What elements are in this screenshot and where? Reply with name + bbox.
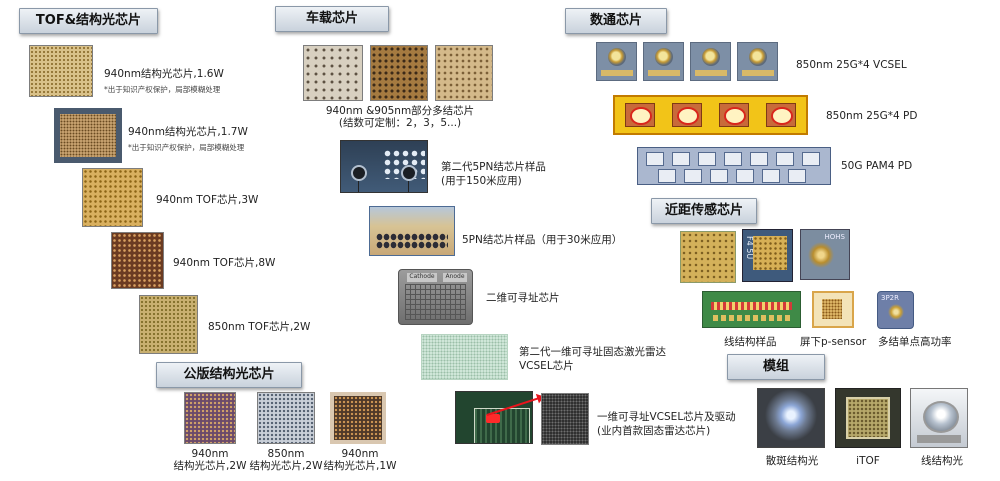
itof-module-image (835, 388, 901, 448)
multi-junction-label: 940nm &905nm部分多结芯片 (结数可定制：2，3，5...) (325, 105, 475, 129)
line-structure-chip-image (702, 291, 801, 328)
tof-chip-4-image (111, 232, 164, 289)
multi-junction-single-chip-image: 3P2R (877, 291, 914, 329)
tof-chip-2-note: *出于知识产权保护，局部模糊处理 (128, 143, 245, 152)
section-header-automotive: 车载芯片 (275, 6, 389, 32)
pam4-pd-label: 50G PAM4 PD (841, 160, 913, 172)
addressable-2d-chip-image: Cathode Anode (398, 269, 473, 325)
tof-chip-1-label: 940nm结构光芯片,1.6W (104, 68, 224, 80)
section-header-tof: TOF&结构光芯片 (19, 8, 158, 34)
vcsel-25g-chip-1-image (596, 42, 637, 81)
public-chip-3-label: 940nm 结构光芯片,1W (323, 448, 397, 472)
tof-chip-3-label: 940nm TOF芯片,3W (156, 194, 259, 206)
tof-chip-2-label: 940nm结构光芯片,1.7W (128, 126, 248, 138)
itof-module-label: iTOF (856, 455, 880, 467)
speckle-module-image (757, 388, 825, 448)
multi-junction-single-label: 多结单点高功率 (878, 336, 952, 348)
tof-chip-5-image (139, 295, 198, 354)
tof-chip-4-label: 940nm TOF芯片,8W (173, 257, 276, 269)
public-chip-3-image (330, 392, 386, 444)
vcsel-driver-board-image (455, 391, 533, 444)
section-header-proximity: 近距传感芯片 (651, 198, 757, 224)
tof-chip-1-image (29, 45, 93, 97)
vcsel-1d-chip-image (541, 393, 589, 445)
public-chip-1-label: 940nm 结构光芯片,2W (173, 448, 247, 472)
pd-25g-chip-image (613, 95, 808, 135)
line-module-image (910, 388, 968, 448)
vcsel-25g-chip-4-image (737, 42, 778, 81)
tof-chip-2-image (54, 108, 122, 163)
public-chip-2-image (257, 392, 315, 444)
gen2-5pn-label: 第二代5PN结芯片样品 (用于150米应用) (441, 161, 546, 187)
vcsel-25g-chip-3-image (690, 42, 731, 81)
vcsel-25g-chip-2-image (643, 42, 684, 81)
automotive-chip-3-image (435, 45, 493, 101)
automotive-chip-2-image (370, 45, 428, 101)
vcsel-25g-label: 850nm 25G*4 VCSEL (796, 59, 907, 71)
line-structure-label: 线结构样品 (724, 336, 777, 348)
section-header-datacom: 数通芯片 (565, 8, 667, 34)
gen2-5pn-chip-image (340, 140, 428, 193)
pn5-chip-image (369, 206, 455, 256)
proximity-chip-2-image: F4 5U (742, 229, 793, 282)
pn5-label: 5PN结芯片样品（用于30米应用） (462, 234, 623, 246)
gen2-1d-chip-image (421, 334, 508, 380)
speckle-module-label: 散斑结构光 (765, 455, 819, 467)
p-sensor-chip-image (812, 291, 854, 328)
public-chip-1-image (184, 392, 236, 444)
proximity-chip-1-image (680, 231, 736, 283)
section-header-module: 模组 (727, 354, 825, 380)
p-sensor-label: 屏下p-sensor (800, 336, 867, 348)
tof-chip-1-note: *出于知识产权保护，局部模糊处理 (104, 85, 221, 94)
pd-25g-label: 850nm 25G*4 PD (826, 110, 918, 122)
proximity-chip-3-image: HOHS (800, 229, 850, 280)
line-module-label: 线结构光 (921, 455, 963, 467)
tof-chip-5-label: 850nm TOF芯片,2W (208, 321, 311, 333)
automotive-chip-1-image (303, 45, 363, 101)
gen2-1d-label: 第二代一维可寻址固态激光雷达 VCSEL芯片 (519, 346, 666, 372)
section-header-public: 公版结构光芯片 (156, 362, 302, 388)
public-chip-2-label: 850nm 结构光芯片,2W (249, 448, 323, 472)
tof-chip-3-image (82, 168, 143, 227)
addressable-2d-label: 二维可寻址芯片 (486, 292, 560, 304)
pam4-pd-chip-image (637, 147, 831, 185)
vcsel-driver-label: 一维可寻址VCSEL芯片及驱动 (业内首款固态雷达芯片) (597, 411, 736, 437)
